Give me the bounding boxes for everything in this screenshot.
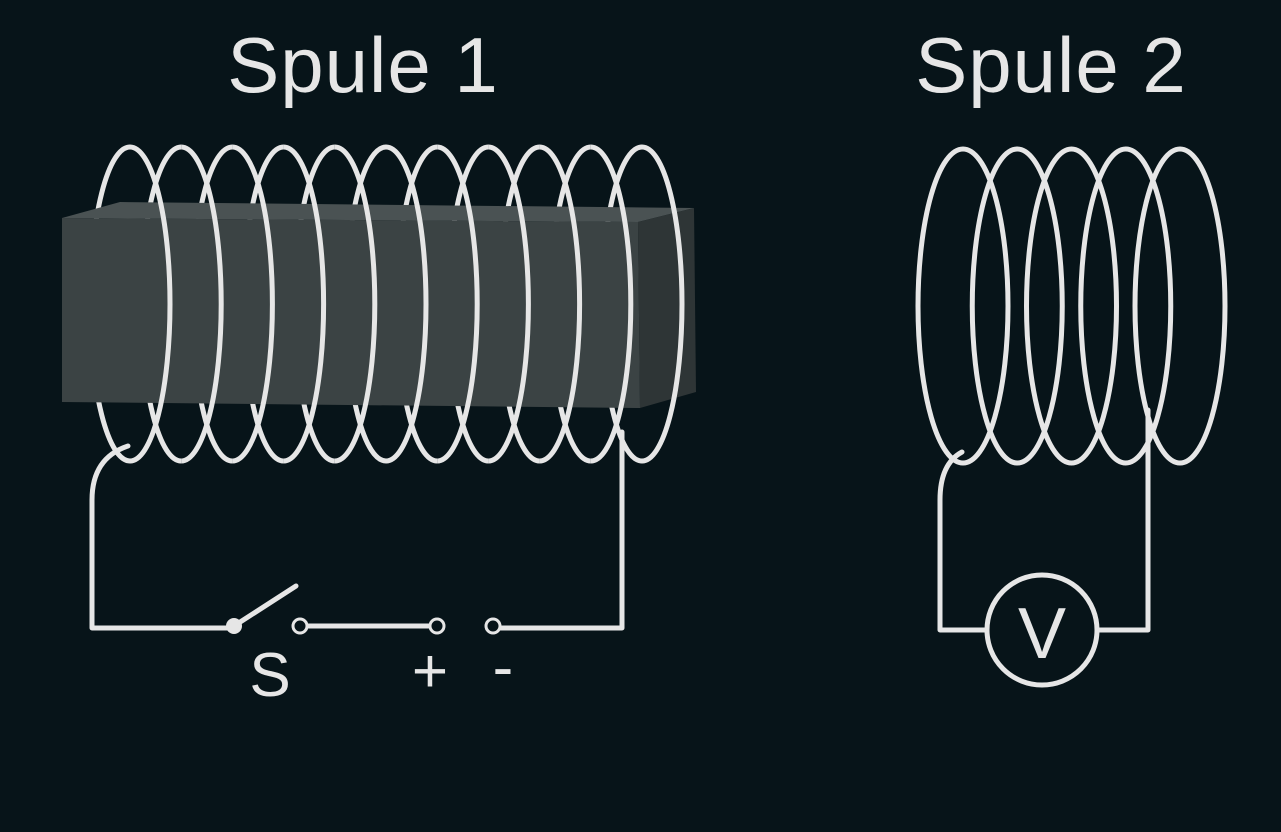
coil1-front-windings <box>129 144 685 464</box>
switch-contact <box>291 617 309 635</box>
coil1-winding-front <box>539 144 583 464</box>
coil2-title: Spule 2 <box>915 21 1187 109</box>
switch-label: S <box>249 641 290 710</box>
coil2-winding <box>969 146 1065 466</box>
circuit1: S + - <box>89 429 625 710</box>
coil1-winding-front <box>283 144 327 464</box>
voltmeter <box>984 572 1100 688</box>
coil1-winding-front <box>436 144 480 464</box>
circuit2: V <box>937 407 1151 688</box>
iron-core-side <box>638 208 696 408</box>
coil2-lead-left <box>937 449 989 633</box>
switch-pivot <box>226 618 242 634</box>
coil1-winding-front <box>590 144 634 464</box>
minus-label: - <box>493 633 514 702</box>
voltmeter-label: V <box>1018 594 1066 674</box>
coil2-winding <box>1132 146 1228 466</box>
coil1-winding-front <box>641 144 685 464</box>
coil2-winding <box>915 146 1011 466</box>
plus-label: + <box>412 637 448 706</box>
coil1-winding-front <box>129 144 173 464</box>
coil1-winding-front <box>334 144 378 464</box>
switch-lever <box>231 583 299 629</box>
coil1-lead-left <box>89 443 237 631</box>
coil1 <box>62 144 696 464</box>
coil1-winding-front <box>232 144 275 464</box>
coil1-title: Spule 1 <box>227 21 499 109</box>
coil1-lead-right <box>497 429 625 631</box>
iron-core-front <box>62 218 640 408</box>
minus-terminal <box>484 617 502 635</box>
coil1-winding-front <box>180 144 224 464</box>
iron-core-top <box>62 202 694 222</box>
coil1-winding-front <box>385 144 429 464</box>
coil1-winding-front <box>488 144 531 464</box>
coil2 <box>915 146 1228 466</box>
coil2-winding <box>1024 146 1119 466</box>
iron-core <box>62 202 696 408</box>
coil2-winding <box>1078 146 1174 466</box>
plus-terminal <box>428 617 446 635</box>
coil2-lead-right <box>1095 407 1151 633</box>
